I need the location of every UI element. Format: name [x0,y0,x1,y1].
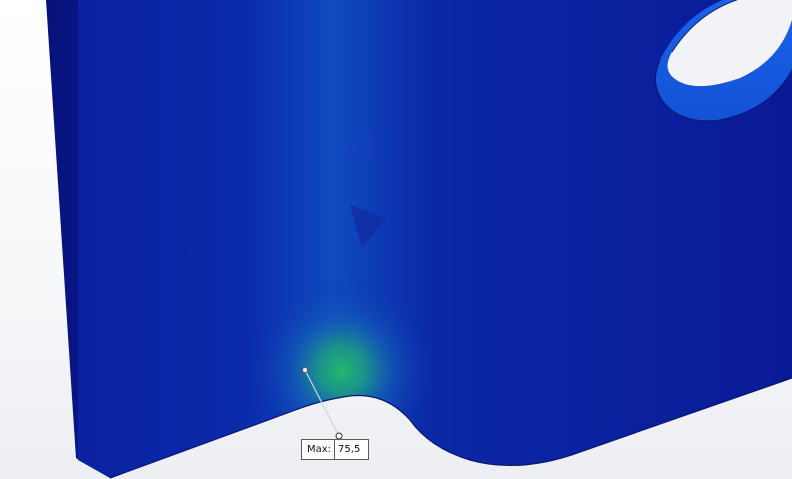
plate-bottom-edge [109,377,792,479]
mounting-hole [655,0,792,122]
callout-value: 75,5 [334,440,368,459]
probe-anchor-icon[interactable] [301,366,308,373]
max-stress-callout[interactable]: Max: 75,5 [301,439,370,460]
callout-label: Max: [307,444,332,455]
probe-leader-line [304,369,340,437]
